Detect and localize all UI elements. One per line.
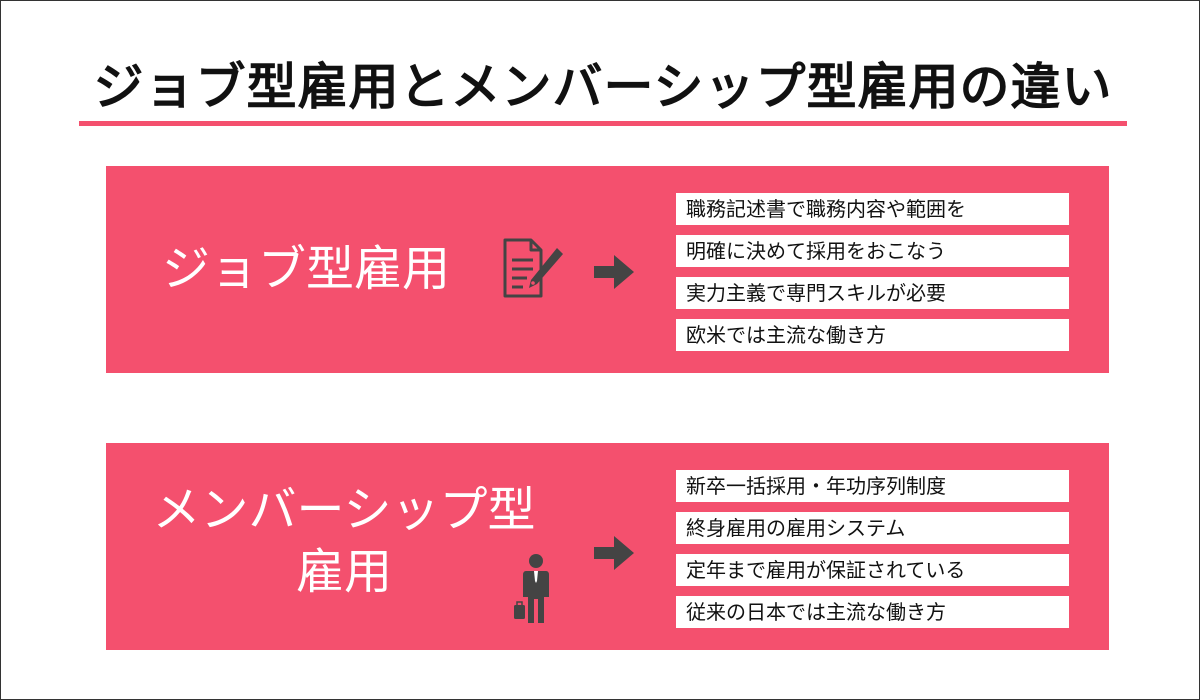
membership-type-panel: メンバーシップ型 雇用 新卒一括採用・年功序列制度 終身雇用の雇用システム 定年… bbox=[106, 443, 1109, 650]
job-type-label: ジョブ型雇用 bbox=[161, 241, 450, 297]
membership-type-label: メンバーシップ型 雇用 bbox=[134, 479, 554, 603]
membership-type-label-line2: 雇用 bbox=[295, 544, 392, 600]
feature-item: 実力主義で専門スキルが必要 bbox=[676, 277, 1069, 309]
job-type-feature-list: 職務記述書で職務内容や範囲を 明確に決めて採用をおこなう 実力主義で専門スキルが… bbox=[676, 193, 1069, 361]
page-title: ジョブ型雇用とメンバーシップ型雇用の違い bbox=[93, 58, 1113, 116]
feature-item: 明確に決めて採用をおこなう bbox=[676, 235, 1069, 267]
feature-item: 従来の日本では主流な働き方 bbox=[676, 596, 1069, 628]
feature-item: 新卒一括採用・年功序列制度 bbox=[676, 470, 1069, 502]
membership-type-feature-list: 新卒一括採用・年功序列制度 終身雇用の雇用システム 定年まで雇用が保証されている… bbox=[676, 470, 1069, 638]
document-pen-icon bbox=[503, 238, 563, 298]
feature-item: 職務記述書で職務内容や範囲を bbox=[676, 193, 1069, 225]
feature-item: 終身雇用の雇用システム bbox=[676, 512, 1069, 544]
feature-item: 欧米では主流な働き方 bbox=[676, 319, 1069, 351]
arrow-right-icon bbox=[594, 255, 634, 289]
job-type-panel: ジョブ型雇用 職務記述書で職務内容や範囲を 明確に決めて採用をおこなう 実力主義… bbox=[106, 166, 1109, 373]
businessperson-icon bbox=[514, 554, 549, 623]
title-underline bbox=[79, 121, 1127, 126]
membership-type-label-line1: メンバーシップ型 bbox=[152, 482, 536, 538]
arrow-right-icon bbox=[594, 536, 634, 570]
feature-item: 定年まで雇用が保証されている bbox=[676, 554, 1069, 586]
